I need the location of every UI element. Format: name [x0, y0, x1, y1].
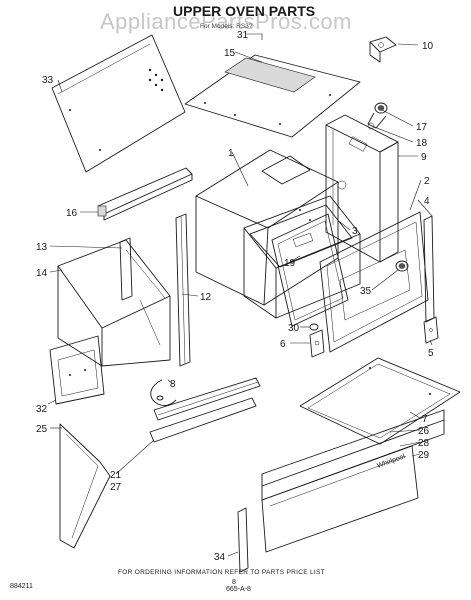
callout-25: 25: [36, 424, 48, 435]
wire-sensor-part-8: [150, 379, 177, 407]
footer-note: FOR ORDERING INFORMATION REFER TO PARTS …: [118, 569, 325, 576]
bottom-panel-part-7: [299, 357, 461, 445]
clip-part-30: [309, 323, 319, 331]
latch-part-6: [309, 329, 325, 358]
bracket-part-10: [369, 36, 397, 63]
callout-34: 34: [214, 552, 226, 563]
top-panel-part-15: [184, 54, 361, 138]
callout-28: 28: [418, 438, 430, 449]
callout-31: 31: [237, 30, 249, 41]
hinge-bracket-part-5: [423, 316, 439, 344]
callout-2: 2: [424, 176, 430, 187]
oven-liner-part-3: [243, 195, 361, 319]
callout-12: 12: [200, 292, 212, 303]
door-gasket-part-19: [271, 213, 349, 327]
callout-3: 3: [352, 226, 358, 237]
callout-33: 33: [42, 75, 54, 86]
oven-cavity-part-1: [195, 149, 347, 306]
callout-21: 21: [110, 470, 122, 481]
diagram-title: UPPER OVEN PARTS: [173, 3, 315, 19]
callout-6: 6: [280, 339, 286, 350]
lower-side-panel-part-32: [49, 335, 105, 405]
callout-9: 9: [421, 152, 427, 163]
rear-panel-part-33: [51, 34, 186, 173]
front-trim-rails-part-21-27: [149, 377, 261, 443]
callout-4: 4: [424, 196, 430, 207]
side-frame-part-13-14: [57, 237, 171, 367]
callout-13: 13: [36, 242, 48, 253]
callout-18: 18: [416, 138, 428, 149]
inner-door-panel-part-2: [319, 211, 429, 353]
callout-10: 10: [422, 41, 434, 52]
diagram-subtitle: For Models: RS3?: [200, 23, 253, 30]
callout-8: 8: [170, 379, 176, 390]
callout-27: 27: [110, 482, 122, 493]
callout-30: 30: [288, 323, 300, 334]
page-number: 8: [232, 579, 236, 586]
callout-14: 14: [36, 268, 48, 279]
callout-labels: 31 15 10 33 17 18 9 1 2 4 16 3 13 19 14 …: [36, 30, 434, 563]
hinge-rail-part-16: [97, 167, 193, 221]
callout-5: 5: [428, 348, 434, 359]
post-part-34: [237, 507, 249, 573]
side-panel-part-9: [325, 114, 399, 263]
callout-leaders: [47, 43, 433, 557]
callout-7: 7: [422, 414, 428, 425]
handwritten-note: 665-A-8: [226, 586, 251, 593]
callout-32: 32: [36, 404, 48, 415]
diagram-code: 884211: [10, 583, 33, 590]
callout-29: 29: [418, 450, 430, 461]
vertical-channel-part-12: [175, 213, 191, 367]
wedge-panel-part-25: [59, 423, 111, 549]
callout-26: 26: [418, 426, 430, 437]
callout-16: 16: [66, 208, 78, 219]
callout-19: 19: [284, 258, 296, 269]
lamp-socket-part-17-18: [367, 102, 388, 130]
control-knob-part-35: [395, 260, 409, 272]
callout-1: 1: [228, 148, 234, 159]
callout-15: 15: [224, 48, 236, 59]
watermark: AppliancePartsPros.com: [100, 9, 352, 34]
callout-17: 17: [416, 122, 428, 133]
drawer-panel-part-29: [261, 445, 419, 553]
callout-35: 35: [360, 286, 372, 297]
